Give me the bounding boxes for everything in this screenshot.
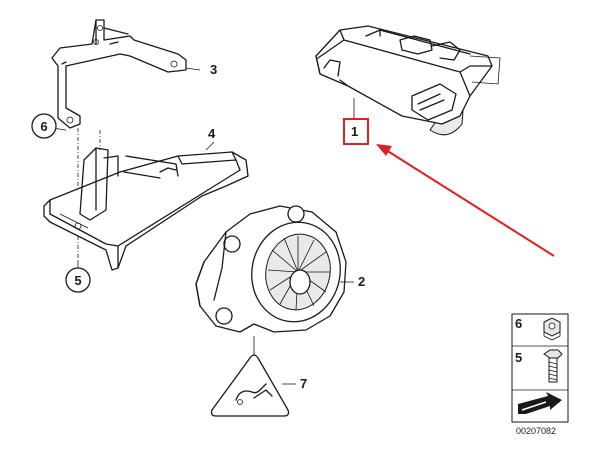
callout-4: 4 — [208, 126, 216, 141]
mounting-bracket — [51, 19, 187, 129]
bolt-icon — [543, 349, 563, 383]
holder-tray — [43, 147, 249, 271]
callout-6-circle: 6 — [31, 113, 57, 139]
callout-7: 7 — [300, 376, 307, 391]
legend-label-6: 6 — [515, 316, 522, 331]
catalog-number: 00207082 — [516, 426, 556, 436]
leader-line-3 — [185, 67, 201, 71]
callout-6: 6 — [40, 119, 47, 134]
leader-line-4 — [205, 141, 215, 151]
callout-3: 3 — [210, 62, 217, 77]
callout-5: 5 — [74, 273, 81, 288]
warning-triangle-icon — [210, 354, 290, 417]
hex-nut-icon — [543, 317, 561, 341]
alarm-siren — [195, 205, 347, 333]
arrow-indicator-icon — [518, 392, 562, 414]
legend-label-5: 5 — [515, 350, 522, 365]
control-module — [315, 25, 501, 136]
callout-2: 2 — [358, 274, 365, 289]
highlight-arrow-icon — [376, 144, 555, 257]
hardware-legend: 6 5 — [511, 313, 569, 423]
callout-5-circle: 5 — [65, 267, 91, 293]
callout-1: 1 — [351, 124, 358, 139]
callout-1-highlight — [343, 118, 369, 145]
